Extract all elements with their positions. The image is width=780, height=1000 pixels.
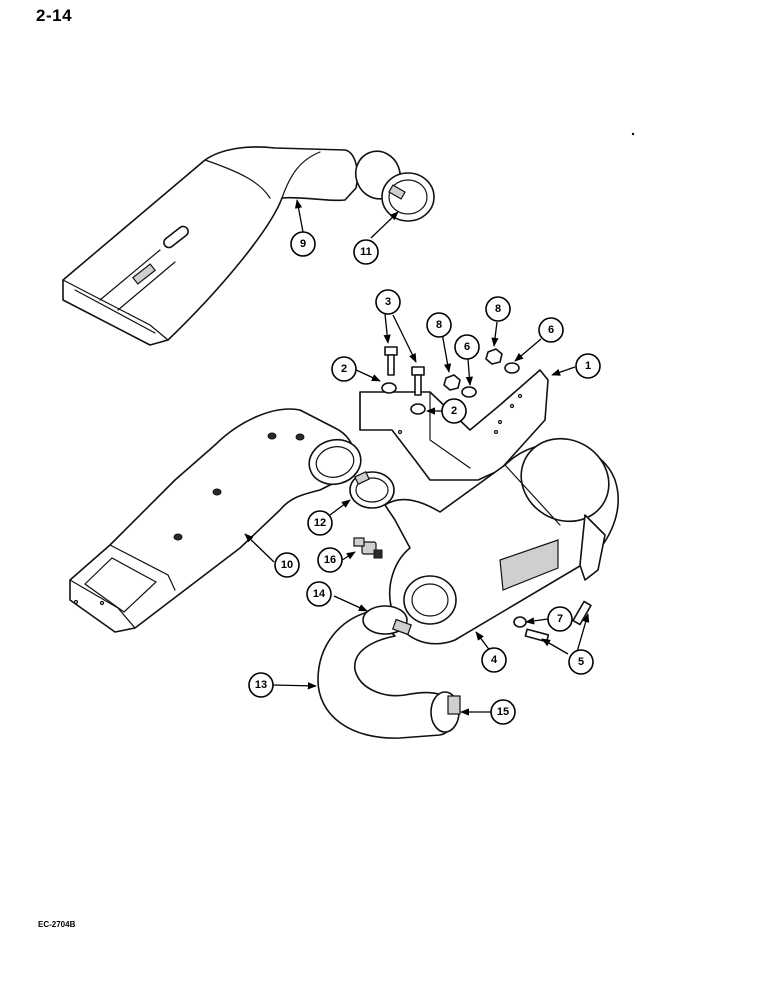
callout-6b: 6 bbox=[538, 317, 564, 343]
callout-8a: 8 bbox=[426, 312, 452, 338]
svg-text:10: 10 bbox=[281, 559, 293, 571]
figure-code: EC-2704B bbox=[38, 920, 76, 929]
svg-text:6: 6 bbox=[464, 341, 470, 353]
callout-1: 1 bbox=[575, 353, 601, 379]
callout-10: 10 bbox=[274, 552, 300, 578]
callout-8b: 8 bbox=[485, 296, 511, 322]
svg-text:9: 9 bbox=[300, 238, 306, 250]
upper-hose-clamp bbox=[354, 150, 435, 222]
upper-air-duct bbox=[62, 146, 359, 346]
lower-air-duct bbox=[69, 408, 362, 633]
washers-6 bbox=[461, 362, 520, 398]
svg-text:2: 2 bbox=[451, 405, 457, 417]
restriction-indicator bbox=[353, 537, 383, 559]
callout-2a: 2 bbox=[331, 356, 357, 382]
callout-14: 14 bbox=[306, 581, 332, 607]
bolts-3 bbox=[384, 346, 425, 396]
svg-text:8: 8 bbox=[436, 319, 442, 331]
callout-16: 16 bbox=[317, 547, 343, 573]
callout-13: 13 bbox=[248, 672, 274, 698]
svg-text:2: 2 bbox=[341, 363, 347, 375]
callout-12: 12 bbox=[307, 510, 333, 536]
callout-15: 15 bbox=[490, 699, 516, 725]
callout-7: 7 bbox=[547, 606, 573, 632]
callout-3: 3 bbox=[375, 289, 401, 315]
lower-hose-clamps bbox=[392, 618, 461, 733]
nuts-8 bbox=[443, 348, 503, 391]
callout-5: 5 bbox=[568, 649, 594, 675]
svg-text:5: 5 bbox=[578, 656, 584, 668]
page-number: 2-14 bbox=[36, 6, 73, 25]
svg-text:1: 1 bbox=[585, 360, 591, 372]
svg-text:4: 4 bbox=[491, 654, 498, 666]
mounting-bracket bbox=[359, 369, 549, 481]
callout-11: 11 bbox=[353, 239, 379, 265]
svg-text:12: 12 bbox=[314, 517, 326, 529]
lower-hose bbox=[317, 605, 455, 739]
callout-2b: 2 bbox=[441, 398, 467, 424]
svg-text:13: 13 bbox=[255, 679, 267, 691]
svg-text:8: 8 bbox=[495, 303, 501, 315]
svg-text:15: 15 bbox=[497, 706, 509, 718]
air-cleaner bbox=[384, 437, 619, 645]
leader-lines bbox=[244, 199, 590, 716]
svg-text:6: 6 bbox=[548, 324, 554, 336]
washers-2 bbox=[381, 382, 426, 415]
svg-text:14: 14 bbox=[313, 588, 326, 600]
callout-4: 4 bbox=[481, 647, 507, 673]
svg-text:11: 11 bbox=[360, 246, 372, 258]
svg-text:16: 16 bbox=[324, 554, 336, 566]
callout-6a: 6 bbox=[454, 334, 480, 360]
svg-text:7: 7 bbox=[557, 613, 563, 625]
middle-hose-clamp bbox=[349, 471, 395, 509]
svg-text:3: 3 bbox=[385, 296, 391, 308]
callout-9: 9 bbox=[290, 231, 316, 257]
